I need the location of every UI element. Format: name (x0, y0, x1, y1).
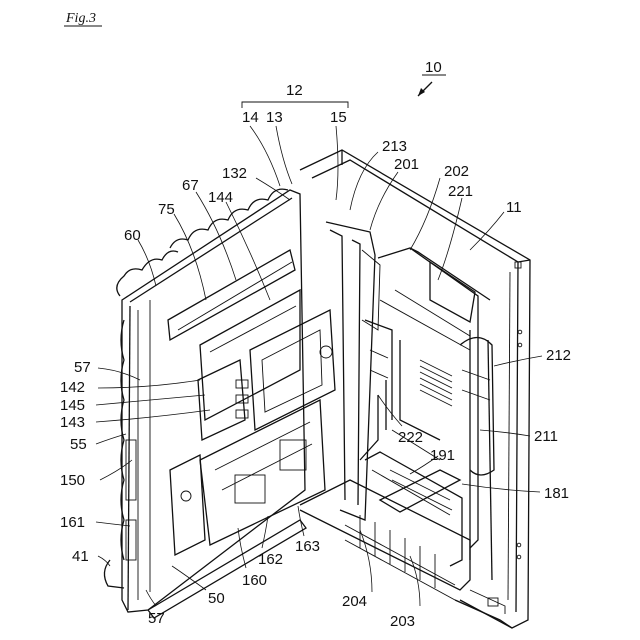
ref-50: 50 (208, 590, 225, 607)
ref-212: 212 (546, 347, 571, 364)
ref-132: 132 (222, 165, 247, 182)
ref-221: 221 (448, 183, 473, 200)
lower-drawer (300, 452, 470, 600)
ref-13: 13 (266, 109, 283, 126)
main-reference: 10 (418, 59, 446, 96)
ref-60: 60 (124, 227, 141, 244)
ref-75: 75 (158, 201, 175, 218)
ref-67: 67 (182, 177, 199, 194)
right-unit (378, 248, 494, 580)
ref-204: 204 (342, 593, 367, 610)
ref-191: 191 (430, 447, 455, 464)
ref-57-upper: 57 (74, 359, 91, 376)
ref-211: 211 (534, 428, 558, 445)
figure-title: Fig.3 (64, 11, 102, 26)
ref-201: 201 (394, 156, 419, 173)
ref-12: 12 (286, 82, 303, 99)
ref-145: 145 (60, 397, 85, 414)
ref-202: 202 (444, 163, 469, 180)
leader-lines (96, 126, 542, 606)
ref-162: 162 (258, 551, 283, 568)
ref-144: 144 (208, 189, 233, 206)
center-frame (326, 222, 392, 520)
ref-163: 163 (295, 538, 320, 555)
drawer-grid (345, 515, 455, 600)
ref-10: 10 (425, 59, 442, 76)
ref-14: 14 (242, 109, 259, 126)
ref-15: 15 (330, 109, 347, 126)
ref-160: 160 (242, 572, 267, 589)
vent-grille (420, 360, 452, 406)
reference-labels: 14 13 15 213 201 202 221 11 132 67 144 7… (60, 109, 571, 630)
ref-181: 181 (544, 485, 569, 502)
ref-213: 213 (382, 138, 407, 155)
ref-150: 150 (60, 472, 85, 489)
ref-222: 222 (398, 429, 423, 446)
ref-142: 142 (60, 379, 85, 396)
ref-161: 161 (60, 514, 85, 531)
ref-55: 55 (70, 436, 87, 453)
bracket-12: 12 (242, 82, 348, 108)
ref-11: 11 (506, 199, 522, 216)
ref-57-lower: 57 (148, 610, 165, 627)
ref-203: 203 (390, 613, 415, 630)
ref-143: 143 (60, 414, 85, 431)
ref-41: 41 (72, 548, 89, 565)
figure-title-text: Fig.3 (65, 11, 96, 26)
